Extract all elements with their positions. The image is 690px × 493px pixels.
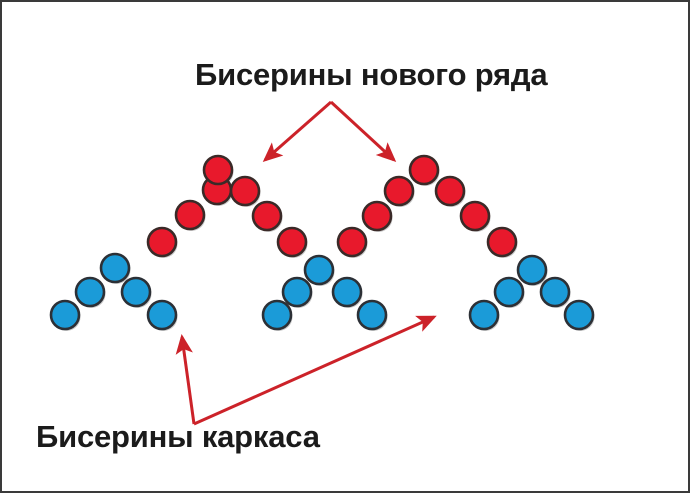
bead-frame	[49, 299, 81, 331]
frame-beads-group	[49, 252, 595, 331]
bead-frame	[261, 299, 293, 331]
bead-new-row	[229, 175, 261, 207]
annotation-arrows-group	[175, 100, 437, 426]
bead-new-row	[459, 200, 491, 232]
bead-frame	[303, 254, 335, 286]
label-new-row-beads: Бисерины нового ряда	[195, 57, 548, 92]
bead-frame	[356, 299, 388, 331]
bead-frame	[120, 276, 152, 308]
bead-new-row	[408, 154, 440, 186]
bead-frame	[468, 299, 500, 331]
bead-new-row	[336, 226, 368, 258]
bead-new-row	[251, 200, 283, 232]
bead-new-row	[486, 226, 518, 258]
bead-frame	[539, 276, 571, 308]
bead-new-row	[174, 199, 206, 231]
arrow-to-new-row-bead-2	[329, 100, 397, 163]
arrow-to-new-row-bead-1	[262, 100, 332, 162]
bead-new-row	[434, 175, 466, 207]
bead-new-row	[146, 226, 178, 258]
bead-frame	[99, 252, 131, 284]
bead-new-row	[361, 200, 393, 232]
bead-new-row	[276, 226, 308, 258]
arrow-to-frame-bead-1	[175, 334, 196, 425]
bead-frame	[74, 276, 106, 308]
bead-frame	[493, 276, 525, 308]
bead-frame	[516, 254, 548, 286]
bead-new-row	[383, 175, 415, 207]
label-frame-beads: Бисерины каркаса	[36, 419, 320, 454]
arrow-to-frame-bead-2	[193, 315, 437, 426]
bead-frame	[146, 299, 178, 331]
bead-frame	[563, 299, 595, 331]
new-row-beads-group	[146, 154, 518, 258]
bead-frame	[281, 276, 313, 308]
bead-frame	[331, 276, 363, 308]
bead-new-row	[202, 154, 234, 186]
